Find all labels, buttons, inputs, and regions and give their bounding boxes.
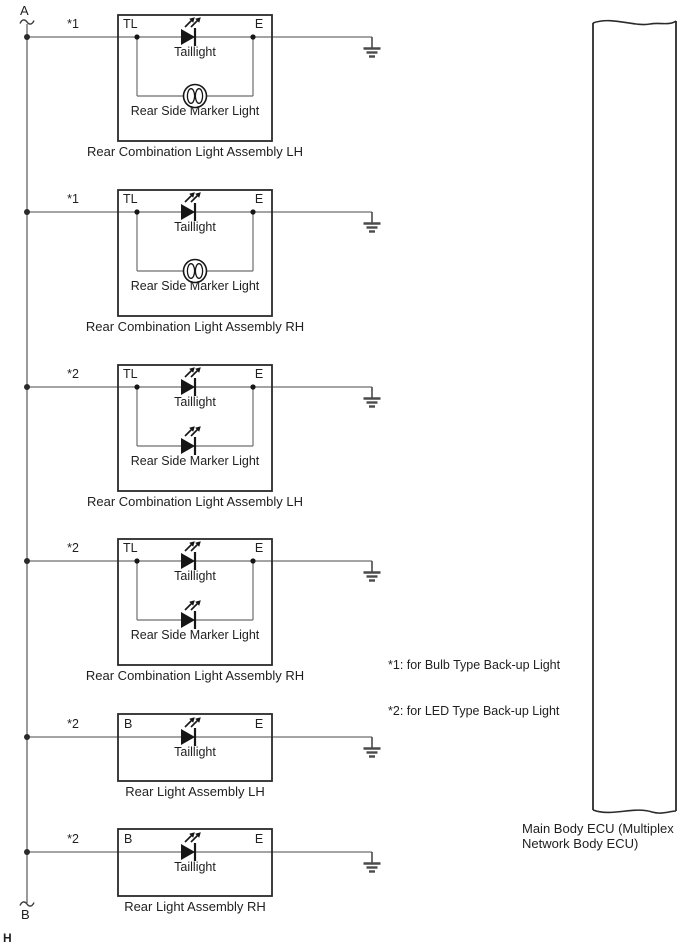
terminal-label-e: E — [254, 192, 264, 206]
assembly-caption: Rear Combination Light Assembly LH — [86, 494, 304, 509]
terminal-label-tl: TL — [123, 541, 138, 555]
junction-dot — [250, 34, 256, 40]
marker-light-label: Rear Side Marker Light — [130, 279, 260, 293]
grid-reference: H — [3, 931, 12, 945]
assembly-3-linework — [24, 364, 382, 492]
note-ref: *2 — [67, 541, 79, 555]
junction-dot — [24, 34, 30, 40]
taillight-label: Taillight — [174, 220, 216, 234]
junction-dot — [134, 558, 140, 564]
junction-dot — [134, 34, 140, 40]
junction-dot — [24, 734, 30, 740]
junction-dot — [250, 209, 256, 215]
junction-dot — [134, 384, 140, 390]
component-box — [117, 713, 273, 782]
led-icon — [179, 425, 202, 457]
ground-icon — [362, 35, 382, 58]
terminal-label-tl: TL — [123, 192, 138, 206]
bus-connector-label-b: B — [21, 907, 30, 922]
assembly-caption: Rear Combination Light Assembly RH — [85, 668, 305, 683]
led-icon — [179, 831, 202, 863]
terminal-label-e: E — [254, 832, 264, 846]
bus-connector-label-a: A — [20, 3, 29, 18]
assembly-caption: Rear Light Assembly RH — [124, 899, 266, 914]
led-icon — [179, 191, 202, 223]
taillight-label: Taillight — [174, 745, 216, 759]
break-icon — [19, 19, 35, 25]
junction-dot — [24, 209, 30, 215]
terminal-label-tl: TL — [123, 367, 138, 381]
terminal-label-e: E — [254, 17, 264, 31]
led-icon — [179, 540, 202, 572]
ground-icon — [362, 735, 382, 758]
junction-dot — [250, 558, 256, 564]
terminal-label-b: B — [124, 832, 133, 846]
led-icon — [179, 599, 202, 631]
component-box — [117, 189, 273, 317]
ground-icon — [362, 210, 382, 233]
note-ref: *2 — [67, 717, 79, 731]
ecu-label-line2: Network Body ECU) — [522, 836, 639, 851]
component-box — [117, 364, 273, 492]
terminal-label-e: E — [254, 367, 264, 381]
taillight-label: Taillight — [174, 860, 216, 874]
footnote-2: *2: for LED Type Back-up Light — [388, 704, 560, 718]
component-box — [117, 14, 273, 142]
led-icon — [179, 366, 202, 398]
assembly-6-linework — [24, 828, 382, 897]
assembly-caption: Rear Combination Light Assembly LH — [86, 144, 304, 159]
junction-dot — [24, 558, 30, 564]
terminal-label-e: E — [254, 541, 264, 555]
assembly-2-linework — [24, 189, 382, 317]
ecu-label: Main Body ECU (Multiplex Network Body EC… — [522, 821, 674, 851]
component-box — [117, 538, 273, 666]
led-icon — [179, 16, 202, 48]
ground-icon — [362, 559, 382, 582]
note-ref: *2 — [67, 832, 79, 846]
terminal-label-e: E — [254, 717, 264, 731]
taillight-label: Taillight — [174, 569, 216, 583]
terminal-label-tl: TL — [123, 17, 138, 31]
note-ref: *1 — [67, 17, 79, 31]
footnote-1: *1: for Bulb Type Back-up Light — [388, 658, 561, 672]
assembly-caption: Rear Light Assembly LH — [125, 784, 265, 799]
terminal-label-b: B — [124, 717, 133, 731]
ecu-label-line1: Main Body ECU (Multiplex — [522, 821, 674, 836]
marker-light-label: Rear Side Marker Light — [130, 628, 260, 642]
assembly-caption: Rear Combination Light Assembly RH — [85, 319, 305, 334]
marker-light-label: Rear Side Marker Light — [130, 104, 260, 118]
note-ref: *2 — [67, 367, 79, 381]
ground-icon — [362, 850, 382, 873]
ecu-outline — [592, 19, 677, 814]
junction-dot — [24, 849, 30, 855]
assembly-1-linework — [24, 14, 382, 142]
ground-icon — [362, 385, 382, 408]
junction-dot — [250, 384, 256, 390]
junction-dot — [24, 384, 30, 390]
assembly-4-linework — [24, 538, 382, 666]
junction-dot — [134, 209, 140, 215]
taillight-label: Taillight — [174, 395, 216, 409]
component-box — [117, 828, 273, 897]
led-icon — [179, 716, 202, 748]
note-ref: *1 — [67, 192, 79, 206]
marker-light-label: Rear Side Marker Light — [130, 454, 260, 468]
assembly-5-linework — [24, 713, 382, 782]
taillight-label: Taillight — [174, 45, 216, 59]
